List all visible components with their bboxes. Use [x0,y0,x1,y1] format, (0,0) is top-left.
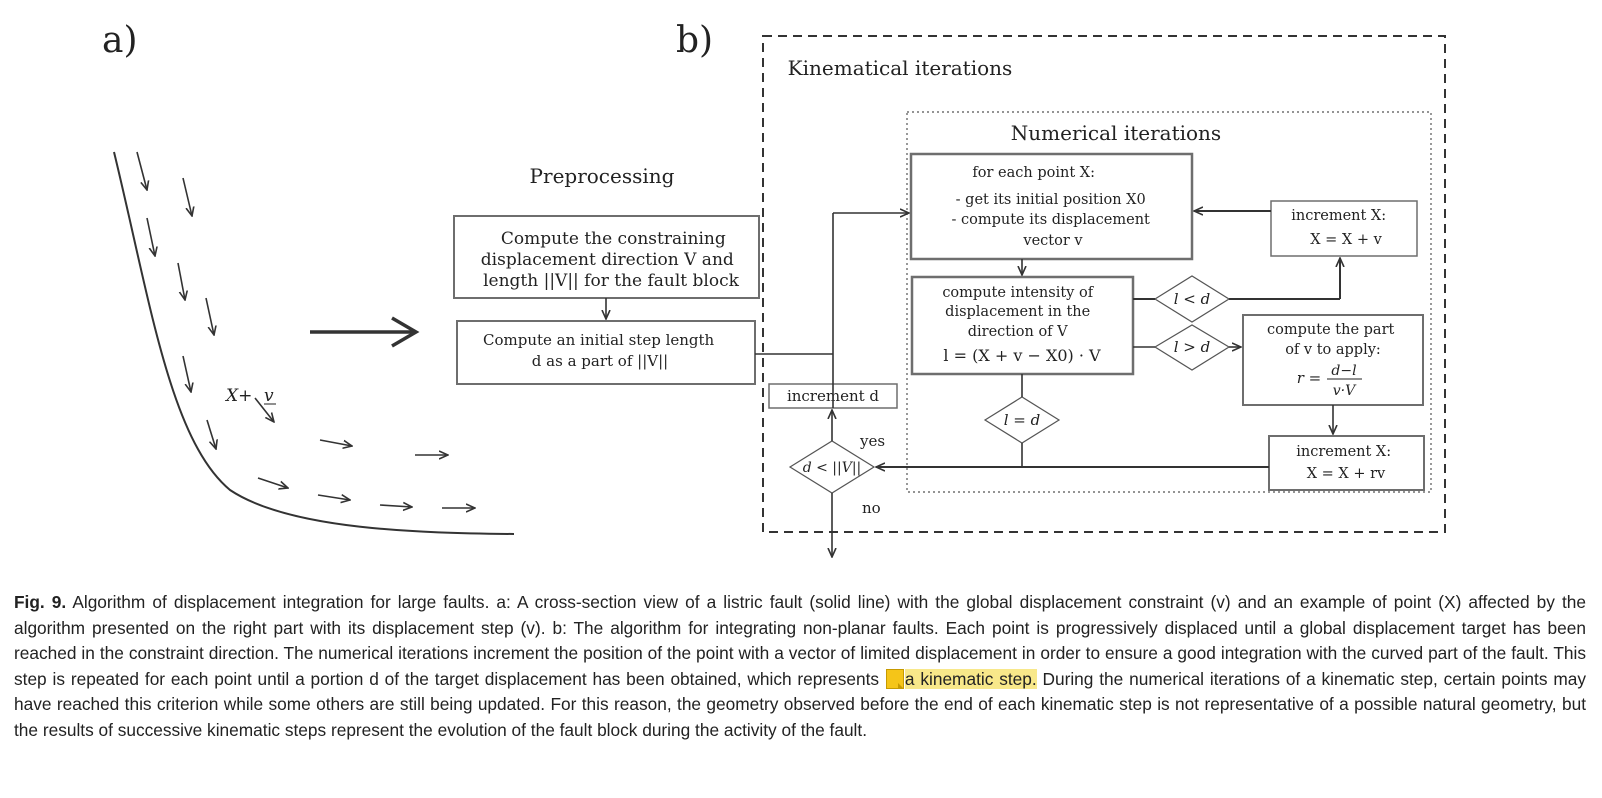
box-initial-step [456,320,756,385]
box-intensity-line-4: l = (X + v − X0) · V [943,346,1101,365]
box-intensity-line-1: compute intensity of [942,285,1094,301]
point-x-label: X+ [224,386,252,406]
diamond-l-equal-d-label: l = d [1004,411,1041,429]
caption-highlight[interactable]: a kinematic step. [904,668,1037,689]
box-increment-x-bottom-line-1: increment X: [1296,444,1391,460]
displacement-arrows [136,151,475,508]
svg-text:for each point X: - ge: for each point X: - get its initial posi… [952,165,1155,249]
figure-drawing: X+ v Preprocessing Kinematical iteration… [113,35,1446,580]
box-intensity-line-3: direction of V [968,324,1068,340]
figure-9: a) b) [102,20,1446,580]
sticky-note-icon[interactable] [885,668,904,689]
caption-text-part-2: During the numerical iterations of a kin… [14,668,1586,740]
diamond-l-equal-d [983,396,1061,444]
box-compute-part-line-2: of v to apply: [1285,342,1381,358]
box-increment-x-top-line-2: X = X + v [1310,232,1382,248]
box-initial-step-line-2: d as a part of ||V|| [532,352,668,370]
box-compute-part-r: r = [1297,369,1322,387]
svg-text:Compute the constraining: Compute the constraining displacement di… [481,229,740,291]
caption-label: Fig. 9. [14,592,67,612]
box-compute-intensity [910,275,1135,376]
kinematical-iterations-box [762,35,1446,533]
box-for-each-line-1: for each point X: [972,165,1095,181]
box-for-each-line-2: - get its initial position X0 [956,192,1146,208]
box-constraint-line-2: displacement direction V and [481,250,734,270]
svg-text:increment X: X = X + v: increment X: X = X + v [1291,208,1391,248]
box-initial-step-line-1: Compute an initial step length [483,331,715,349]
flow-connectors [606,211,1340,557]
box-for-each-line-4: vector v [1022,233,1083,249]
box-compute-part-numerator: d−l [1331,363,1356,379]
caption-text-part-1: Algorithm of displacement integration fo… [14,592,1586,689]
diamond-d-less-v-label: d < ||V|| [803,460,862,476]
preprocessing-title: Preprocessing [530,164,675,188]
box-compute-constraint [453,215,760,299]
vector-v-label: v [264,386,274,406]
box-increment-x-top-line-1: increment X: [1291,208,1386,224]
diamond-d-less-v [788,440,876,494]
svg-text:compute the part of v: compute the part of v to apply: [1267,322,1399,358]
panel-label-a: a) [102,20,138,61]
panel-a-drawing [113,151,515,535]
box-constraint-line-3: length ||V|| for the fault block [483,271,740,291]
box-constraint-line-1: Compute the constraining [501,229,726,249]
label-yes: yes [859,432,885,450]
label-no: no [862,499,881,517]
box-compute-part-line-1: compute the part [1267,322,1394,338]
svg-text:Compute an initial step length: Compute an initial step length d as a pa… [483,331,719,370]
box-increment-x-bottom [1268,435,1425,491]
diamond-l-greater-d-label: l > d [1174,338,1211,356]
box-intensity-line-2: displacement in the [945,304,1090,320]
figure-caption: Fig. 9. Algorithm of displacement integr… [14,590,1586,744]
box-compute-part-denominator: v·V [1333,383,1357,399]
numerical-iterations-box [906,111,1432,493]
box-compute-part [1242,314,1424,406]
numerical-title: Numerical iterations [1011,121,1221,145]
box-increment-x-bottom-line-2: X = X + rv [1307,466,1386,482]
box-for-each-point [909,152,1194,261]
box-for-each-line-3: - compute its displacement [952,212,1151,228]
diamond-l-less-d-label: l < d [1174,290,1211,308]
svg-text:compute intensity of d: compute intensity of displacement in the… [942,285,1101,365]
listric-fault-line [113,151,515,535]
kinematical-title: Kinematical iterations [788,56,1013,80]
box-increment-x-top [1270,200,1418,257]
svg-text:increment X: X = X + r: increment X: X = X + rv [1296,444,1396,482]
panel-label-b: b) [676,20,714,61]
